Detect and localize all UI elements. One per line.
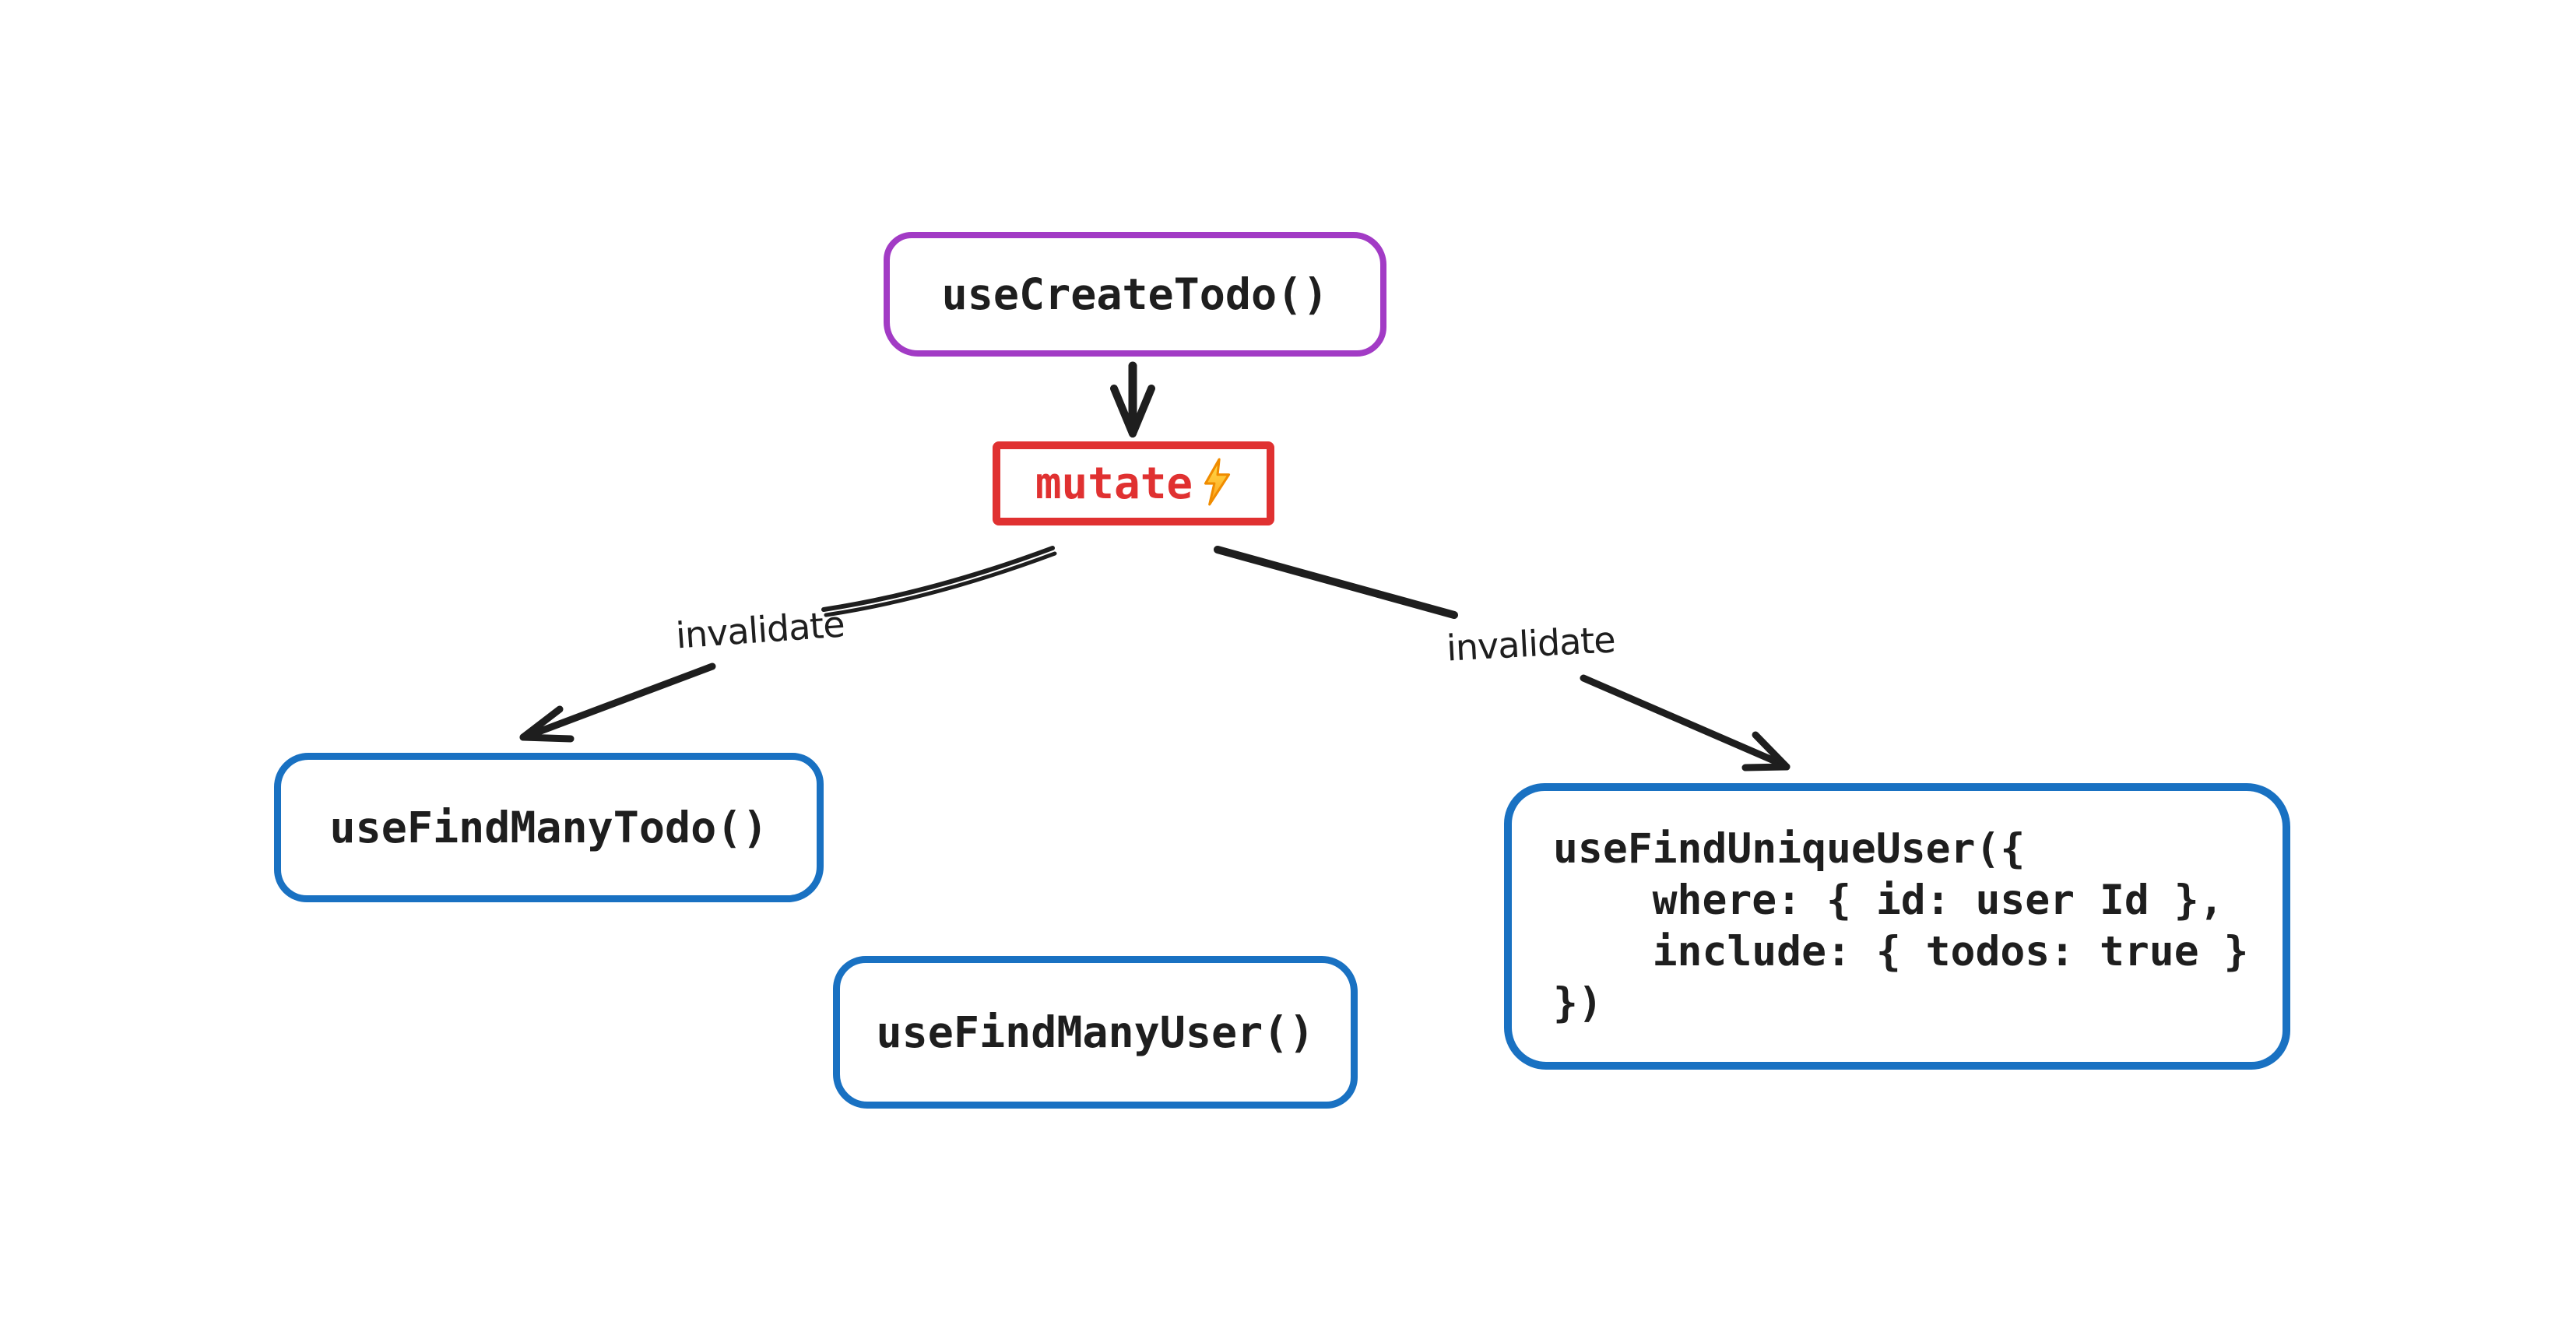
node-label: useFindManyUser()	[876, 1007, 1315, 1057]
node-use-find-unique-user: useFindUniqueUser({ where: { id: user Id…	[1504, 783, 2290, 1070]
lightning-bolt-icon	[1204, 458, 1231, 506]
node-code-label: useFindUniqueUser({ where: { id: user Id…	[1553, 825, 2249, 1027]
node-label: useFindManyTodo()	[329, 803, 768, 852]
node-use-create-todo: useCreateTodo()	[884, 232, 1386, 357]
arrow-create-to-mutate	[1110, 361, 1155, 438]
node-label: mutate	[1035, 458, 1193, 509]
edge-label-invalidate-left: invalidate	[674, 603, 846, 657]
node-use-find-many-todo: useFindManyTodo()	[274, 753, 824, 902]
node-label: useCreateTodo()	[941, 269, 1329, 319]
node-mutate: mutate	[993, 441, 1274, 525]
node-use-find-many-user: useFindManyUser()	[833, 956, 1358, 1109]
edge-label-invalidate-right: invalidate	[1445, 618, 1616, 670]
